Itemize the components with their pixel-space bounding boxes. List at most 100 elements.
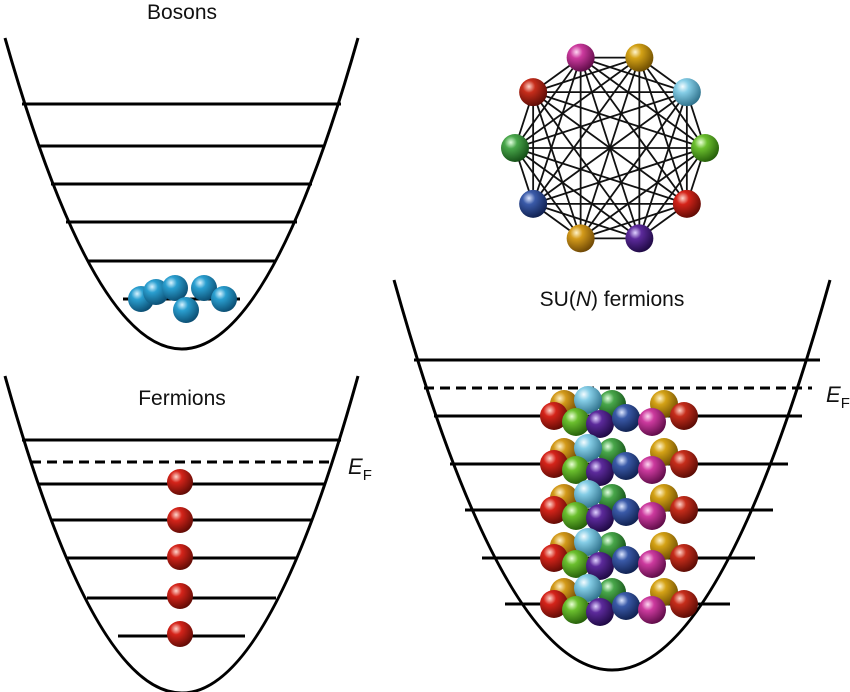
network-node-orange	[566, 224, 595, 253]
network-node-purple	[625, 224, 654, 253]
bosons-panel: Bosons	[3, 1, 360, 351]
sun-particle	[670, 544, 698, 572]
network-node-red	[672, 189, 701, 218]
fermions-title: Fermions	[138, 387, 226, 410]
fermion-column	[167, 469, 193, 647]
sun-particle	[574, 386, 602, 414]
sun-particle	[574, 480, 602, 508]
network-edge	[580, 147, 706, 240]
fermion-particle	[167, 469, 193, 495]
sun-title-n: N	[576, 288, 592, 311]
network-edge	[514, 147, 688, 205]
network-edge	[580, 202, 688, 240]
fermi-energy-symbol: E	[826, 382, 841, 407]
network-node-magenta	[566, 43, 595, 72]
sun-title-prefix: SU(	[540, 288, 576, 311]
bosons-potential-well	[3, 37, 360, 351]
sun-particle	[612, 546, 640, 574]
network-edge	[514, 56, 640, 149]
sun-particle	[638, 550, 666, 578]
network-connections	[514, 56, 706, 240]
sun-particle	[574, 528, 602, 556]
network-edge	[638, 57, 688, 205]
interaction-network	[501, 43, 719, 253]
sun-particle	[586, 458, 614, 486]
sun-fermions-title: SU(N) fermions	[540, 288, 685, 311]
network-node-green	[691, 134, 719, 162]
sun-particle	[562, 596, 590, 624]
sun-particle	[638, 502, 666, 530]
boson-particle	[162, 275, 188, 301]
network-edge	[532, 147, 706, 205]
sun-particle	[586, 410, 614, 438]
fermi-energy-label: EF	[826, 382, 850, 412]
sun-particle-clusters	[540, 386, 698, 626]
network-node-gold	[625, 43, 654, 72]
boson-particle	[173, 297, 199, 323]
fermion-particle	[167, 621, 193, 647]
sun-particle	[612, 498, 640, 526]
bosons-energy-levels	[22, 102, 341, 301]
sun-cluster	[540, 528, 698, 580]
sun-particle	[670, 496, 698, 524]
fermi-energy-subscript: F	[841, 395, 850, 412]
sun-particle	[638, 408, 666, 436]
sun-particle	[540, 544, 568, 572]
network-edge	[514, 147, 582, 239]
boson-particle	[211, 286, 237, 312]
sun-cluster	[540, 574, 698, 626]
sun-particle	[562, 456, 590, 484]
sun-cluster	[540, 434, 698, 486]
sun-particle	[574, 434, 602, 462]
network-edge	[514, 91, 688, 149]
network-edge	[532, 91, 641, 239]
sun-particle	[638, 596, 666, 624]
sun-particle	[612, 452, 640, 480]
sun-particle	[562, 550, 590, 578]
network-edge	[532, 91, 688, 205]
bosons-title: Bosons	[147, 1, 217, 24]
fermions-potential-well	[3, 375, 360, 692]
sun-particle	[670, 402, 698, 430]
network-edge	[638, 91, 688, 239]
sun-fermions-panel: SU(N) fermions EF	[392, 279, 850, 672]
boson-particle	[191, 275, 217, 301]
sun-particle	[670, 450, 698, 478]
fermi-energy-subscript: F	[363, 467, 372, 484]
fermion-particle	[167, 507, 193, 533]
network-node-light-blue	[672, 78, 701, 107]
sun-particle	[638, 456, 666, 484]
sun-potential-well	[392, 279, 832, 672]
network-edge	[532, 91, 582, 239]
network-edge	[532, 57, 582, 205]
sun-particle	[562, 502, 590, 530]
sun-particle	[586, 598, 614, 626]
network-edge	[532, 56, 640, 94]
network-edge	[532, 91, 706, 149]
fermion-particle	[167, 544, 193, 570]
sun-particle	[540, 590, 568, 618]
boson-cluster	[128, 275, 237, 323]
sun-particle	[612, 404, 640, 432]
fermi-energy-label: EF	[348, 454, 372, 484]
sun-cluster	[540, 386, 698, 438]
sun-particle	[612, 592, 640, 620]
sun-particle	[562, 408, 590, 436]
sun-particle	[540, 450, 568, 478]
network-edge	[532, 202, 640, 240]
fermion-particle	[167, 583, 193, 609]
sun-title-suffix: ) fermions	[591, 288, 684, 311]
fermi-energy-symbol: E	[348, 454, 363, 479]
sun-particle	[586, 504, 614, 532]
network-edge	[514, 147, 640, 240]
network-nodes	[501, 43, 719, 253]
sun-cluster	[540, 480, 698, 532]
network-node-blue	[519, 189, 548, 218]
sun-particle	[670, 590, 698, 618]
network-node-dark-red	[519, 78, 548, 107]
sun-particle	[540, 496, 568, 524]
sun-particle	[586, 552, 614, 580]
fermions-panel: Fermions EF	[3, 375, 372, 692]
sun-particle	[540, 402, 568, 430]
